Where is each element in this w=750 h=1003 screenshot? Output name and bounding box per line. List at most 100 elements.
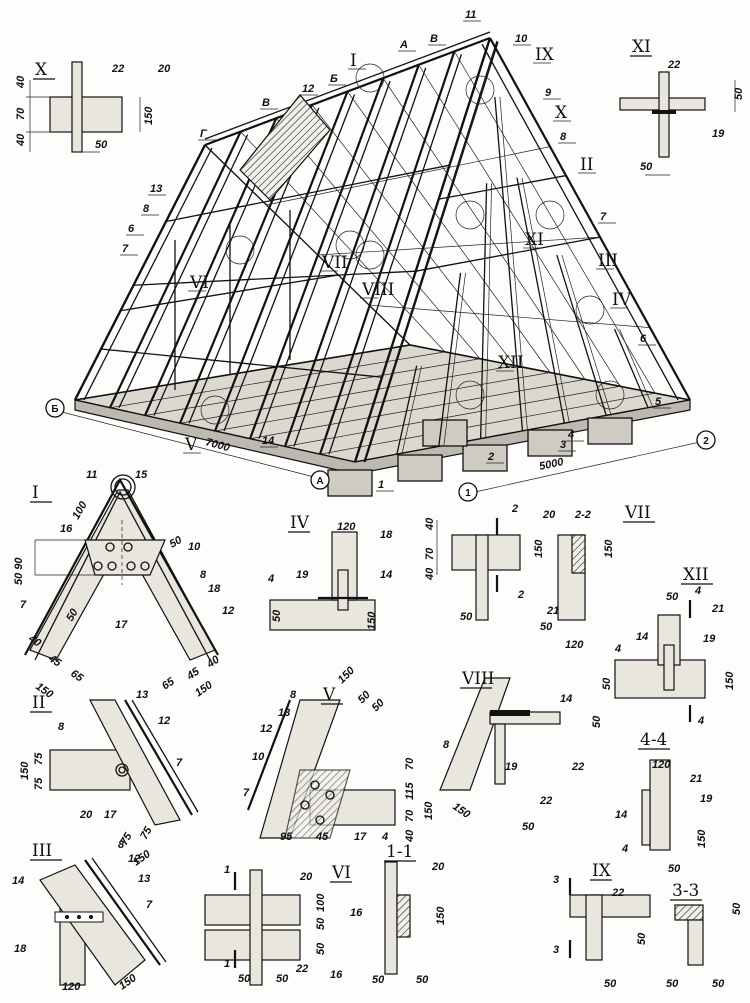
detail-label: 40 [404, 829, 416, 843]
foundation-block [587, 417, 633, 445]
main-callout: 4 [567, 429, 574, 441]
detail-title-viii: VIII [461, 669, 494, 689]
detail-iii-drawing [39, 857, 167, 986]
gable-stud [613, 328, 649, 409]
detail-title-vii: VII [624, 503, 651, 523]
detail-label: 150 [533, 539, 545, 558]
gable-stud-edge [443, 272, 466, 447]
main-callout: 14 [262, 435, 274, 447]
detail-label: 21 [689, 773, 702, 785]
detail-label: 14 [636, 631, 648, 643]
detail-title-x: X [35, 60, 48, 80]
detail-label: 120 [565, 639, 584, 651]
detail-label: 17 [354, 831, 367, 843]
main-callout: Г [200, 128, 208, 140]
rafter-edge [258, 80, 391, 439]
detail-label: 50 [540, 621, 553, 633]
detail-label: 40 [424, 517, 436, 531]
main-callout: IX [535, 45, 555, 65]
main-callout: Б [330, 73, 338, 85]
detail-label: 16 [350, 907, 363, 919]
detail-label: 50 [276, 973, 289, 985]
main-callout: 5 [655, 396, 662, 408]
detail-title-s33: 3-3 [672, 881, 699, 901]
detail-label: 120 [62, 981, 81, 993]
foundation-block [462, 444, 508, 472]
detail-label: 22 [571, 761, 584, 773]
purlin [100, 348, 383, 378]
dimension-line-7000 [61, 411, 319, 479]
detail-label: 12 [158, 715, 170, 727]
main-callout: А [399, 39, 408, 51]
main-callout: VII [321, 253, 348, 273]
rafter [109, 131, 242, 409]
main-callout: 9 [545, 87, 552, 99]
detail-marker-circle [575, 295, 605, 325]
gable-stud-edge [561, 254, 612, 416]
detail-label: 50 [315, 942, 327, 955]
detail-label: 4 [267, 573, 274, 585]
detail-marker-circle [465, 75, 495, 105]
detail-v-drawing [246, 699, 396, 839]
detail-label: 50 [731, 902, 743, 915]
detail-label: 13 [278, 707, 290, 719]
gable-stud-edge [485, 183, 492, 439]
detail-title-i: I [32, 483, 39, 503]
detail-x-drawing [26, 61, 141, 153]
detail-label: 4 [621, 843, 628, 855]
back-rafter [204, 144, 411, 346]
main-callout: 11 [465, 9, 476, 21]
detail-label: 4 [697, 715, 704, 727]
detail-label: 20 [299, 871, 313, 883]
front-rafter [353, 37, 492, 463]
ridge-beam [204, 36, 491, 147]
detail-label: 12 [260, 723, 272, 735]
detail-label: 40 [15, 75, 27, 89]
detail-label: 50 [640, 161, 653, 173]
detail-label: 15 [135, 469, 148, 481]
detail-label: 75 [33, 752, 45, 765]
detail-label: 7 [243, 787, 250, 799]
rear-rafter [454, 51, 656, 394]
detail-label: 50 [522, 821, 535, 833]
detail-label: 17 [115, 619, 128, 631]
detail-label: 45 [315, 831, 329, 843]
floor-joist [319, 392, 656, 455]
main-callout: V [184, 435, 198, 455]
roof-sheet-sample [239, 94, 331, 201]
detail-label: 7 [146, 899, 153, 911]
detail-marker-circle [455, 200, 485, 230]
ridge-cap [204, 31, 491, 140]
main-callout: 6 [128, 223, 135, 235]
section-title: 2-2 [574, 509, 591, 521]
detail-label: 19 [712, 128, 725, 140]
foundation-block [422, 419, 468, 447]
detail-label: 40 [15, 133, 27, 147]
detail-label: 16 [330, 969, 343, 981]
detail-label: 4 [694, 585, 701, 597]
detail-label: 21 [546, 605, 559, 617]
gable-stud [479, 183, 488, 439]
detail-viii-drawing [439, 677, 561, 791]
dimension-line-5000 [474, 441, 701, 493]
main-callout: 8 [560, 131, 567, 143]
detail-label: 20 [79, 809, 93, 821]
detail-label: 70 [404, 757, 416, 770]
rear-rafter [311, 104, 516, 366]
gable-stud [494, 96, 524, 432]
floor-joist [179, 365, 516, 424]
detail-label: 2 [517, 589, 524, 601]
main-callout: 2 [487, 451, 494, 463]
detail-label: 120 [337, 521, 356, 533]
gable-stud [516, 177, 566, 424]
detail-label: 19 [505, 761, 518, 773]
detail-label: 18 [208, 583, 221, 595]
detail-label: 50 [416, 974, 429, 986]
detail-label: 150 [696, 829, 708, 848]
axis-label: Б [51, 404, 58, 415]
detail-label: 22 [611, 887, 624, 899]
dimension-5000: 5000 [538, 456, 565, 473]
detail-label: 50 [666, 591, 679, 603]
detail-title-iii: III [32, 841, 52, 861]
rafter-edge [328, 54, 462, 455]
